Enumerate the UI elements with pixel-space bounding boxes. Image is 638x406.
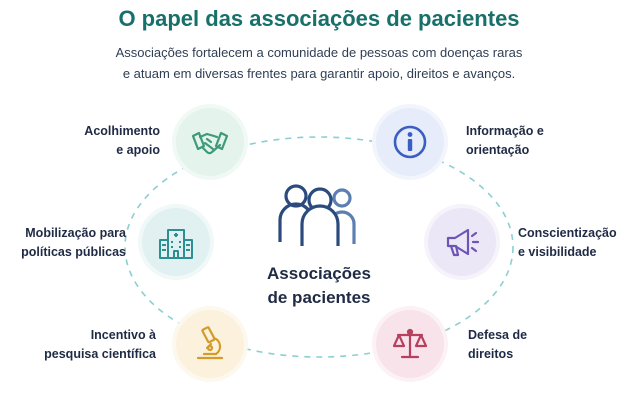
node-acolhimento	[176, 108, 244, 176]
info-icon	[393, 125, 427, 159]
megaphone-icon	[446, 228, 480, 257]
label-acolhimento: Acolhimento e apoio	[84, 124, 160, 157]
node-pesquisa	[176, 310, 244, 378]
node-defesa	[376, 310, 444, 378]
subtitle-line-2: e atuam em diversas frentes para garanti…	[122, 66, 516, 81]
label-mobilizacao: Mobilização para políticas públicas	[21, 226, 126, 259]
node-mobilizacao	[142, 208, 210, 276]
label-pesquisa: Incentivo à pesquisa científica	[44, 328, 156, 361]
label-informacao: Informação e orientação	[466, 124, 544, 157]
center-label-line-2: de pacientes	[267, 288, 371, 307]
subtitle-line-1: Associações fortalecem a comunidade de p…	[115, 45, 523, 60]
node-conscientizacao	[428, 208, 496, 276]
label-defesa: Defesa de direitos	[468, 328, 528, 361]
label-conscientizacao: Conscientização e visibilidade	[518, 226, 617, 259]
microscope-icon	[196, 326, 224, 360]
node-informacao	[376, 108, 444, 176]
page-title: O papel das associações de pacientes	[118, 6, 520, 31]
center-label-line-1: Associações	[267, 264, 371, 283]
handshake-icon	[191, 131, 229, 155]
people-group-icon	[278, 184, 356, 246]
page-subtitle: Associações fortalecem a comunidade de p…	[0, 42, 638, 84]
building-icon	[159, 229, 193, 259]
center-label: Associações de pacientes	[233, 262, 405, 310]
scales-icon	[392, 328, 428, 359]
